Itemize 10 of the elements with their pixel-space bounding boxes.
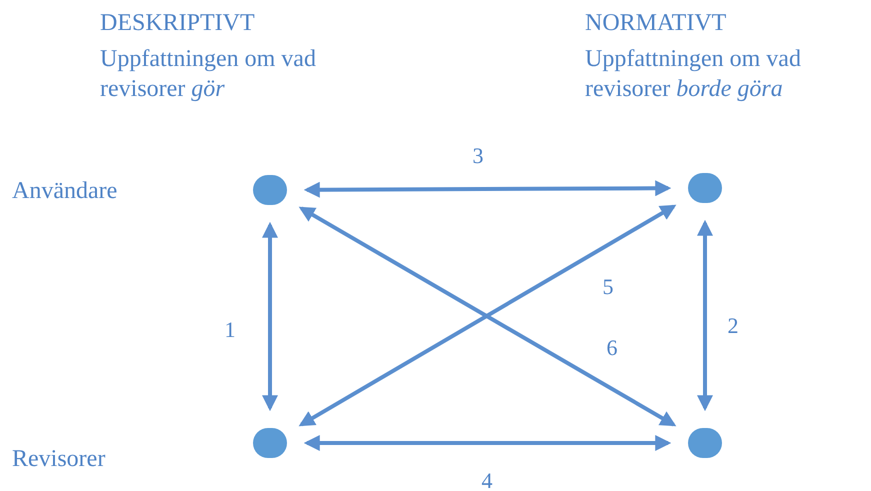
heading: NORMATIVT [585,9,728,38]
row-label: Revisorer [12,445,106,474]
description: Uppfattningen om vad revisorer borde göra [585,45,802,104]
description: Uppfattningen om vad revisorer gör [100,45,317,104]
double-arrow [304,180,672,198]
double-arrow [697,220,713,412]
double-arrow [304,435,672,451]
row-label: Användare [12,177,118,206]
heading: DESKRIPTIVT [100,9,256,38]
double-arrow [262,222,278,412]
